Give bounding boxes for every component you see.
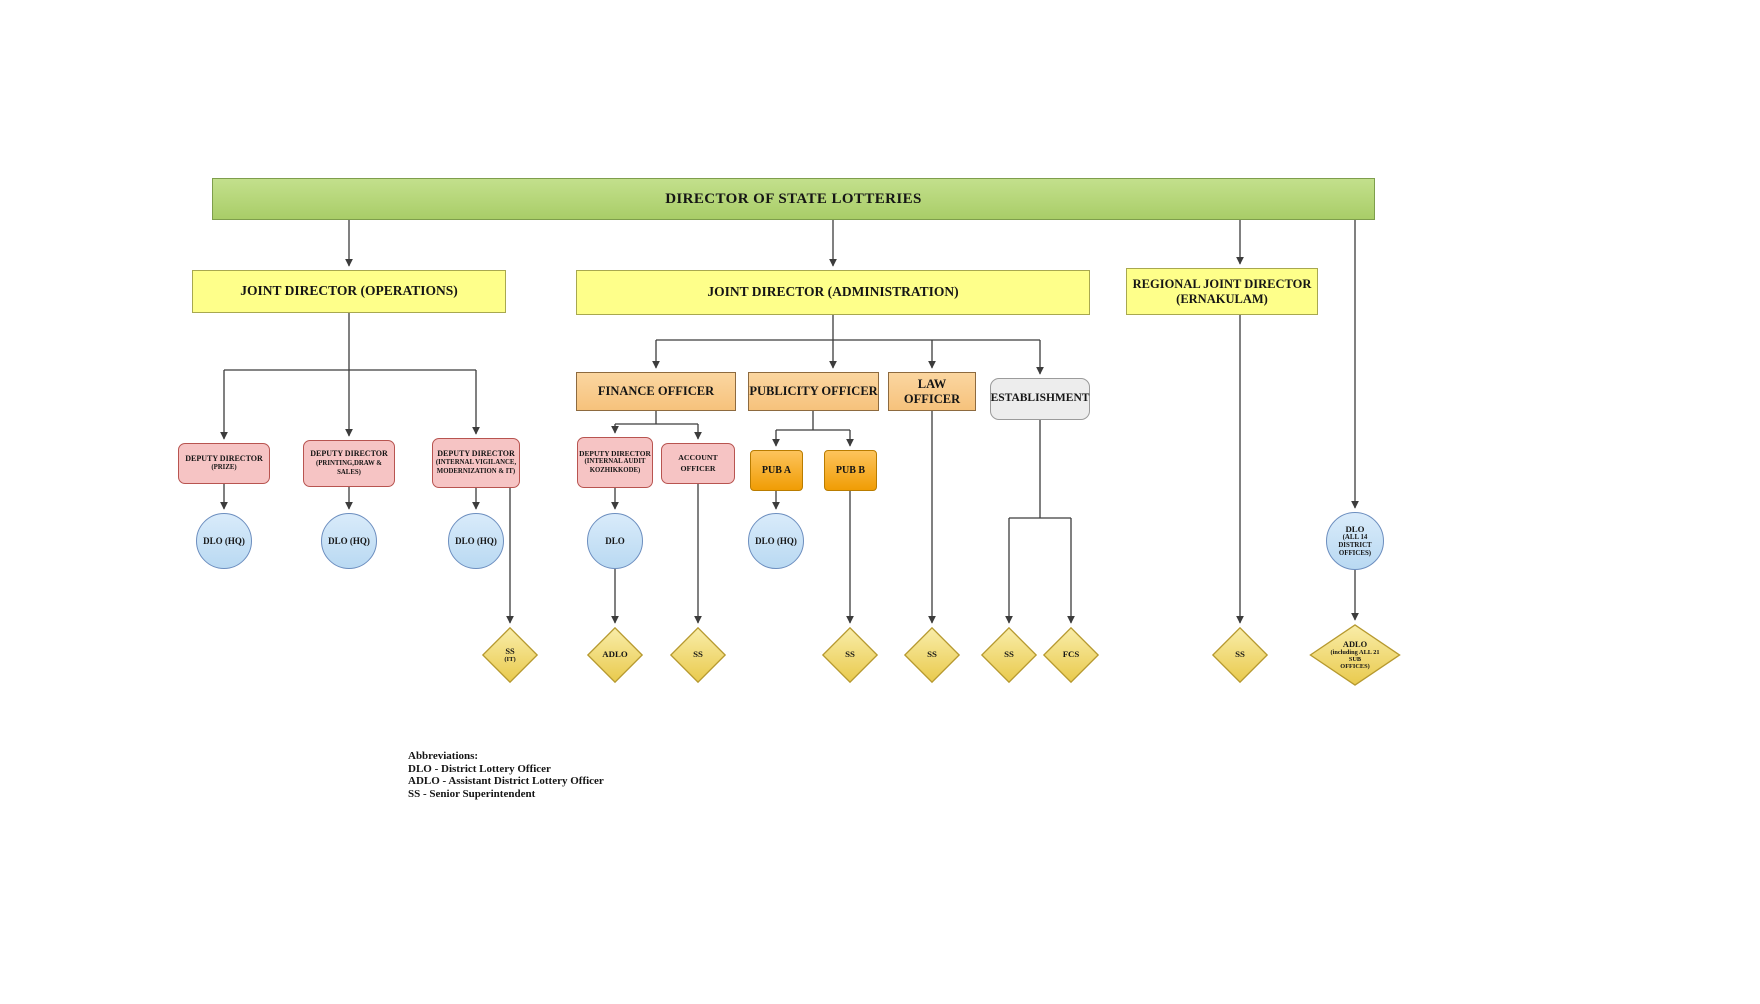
node-subtitle: MODERNIZATION & IT) (436, 468, 516, 476)
node-subtitle: SUB (1348, 656, 1362, 664)
abbreviations-legend: Abbreviations: DLO - District Lottery Of… (408, 750, 708, 800)
node-title: DEPUTY DIRECTOR (579, 448, 651, 458)
node-title: DEPUTY DIRECTOR (185, 453, 263, 463)
node-ss-establishment: SS (981, 627, 1037, 683)
node-dlo-hq-publicity: DLO (HQ) (748, 513, 804, 569)
node-label-line2: (ERNAKULAM) (1176, 291, 1268, 306)
node-establishment: ESTABLISHMENT (990, 378, 1090, 420)
node-label: DLO (605, 535, 625, 546)
node-pub-a: PUB A (750, 450, 803, 491)
node-joint-director-administration: JOINT DIRECTOR (ADMINISTRATION) (576, 270, 1090, 315)
node-deputy-director-internal-vigilance: DEPUTY DIRECTOR (INTERNAL VIGILANCE, MOD… (432, 438, 520, 488)
node-label: SS (693, 649, 703, 660)
diamond-shape (670, 627, 726, 683)
diamond-shape (1043, 627, 1099, 683)
diamond-shape (482, 627, 538, 683)
node-finance-officer: FINANCE OFFICER (576, 372, 736, 411)
node-label: DIRECTOR OF STATE LOTTERIES (665, 191, 922, 207)
node-subtitle: (INTERNAL VIGILANCE, (435, 459, 517, 467)
node-title: DEPUTY DIRECTOR (437, 448, 515, 458)
node-title: DLO (1345, 524, 1365, 535)
node-label: SS (1004, 649, 1014, 660)
node-subtitle: OFFICES) (1338, 550, 1372, 558)
node-label: ADLO (602, 649, 628, 660)
node-subtitle: SALES) (337, 468, 361, 476)
node-dlo-hq-prize: DLO (HQ) (196, 513, 252, 569)
abbreviation-item: DLO - District Lottery Officer (408, 762, 551, 775)
node-deputy-director-printing-draw-sales: DEPUTY DIRECTOR (PRINTING,DRAW & SALES) (303, 440, 395, 487)
node-title: SS (505, 646, 515, 656)
node-dlo-hq-vigilance: DLO (HQ) (448, 513, 504, 569)
node-subtitle: OFFICES) (1340, 663, 1370, 671)
abbreviations-title: Abbreviations: (408, 750, 479, 762)
node-label: LAW OFFICER (903, 376, 961, 406)
node-ss-account: SS (670, 627, 726, 683)
diamond-shape (587, 627, 643, 683)
node-deputy-director-internal-audit: DEPUTY DIRECTOR (INTERNAL AUDIT KOZHIKKO… (577, 437, 653, 488)
node-label: JOINT DIRECTOR (OPERATIONS) (240, 283, 458, 299)
node-label: ACCOUNT OFFICER (678, 453, 718, 473)
node-dlo-internal-audit: DLO (587, 513, 643, 569)
node-adlo-all-21-sub-offices: ADLO (including ALL 21 SUB OFFICES) (1309, 624, 1401, 686)
node-publicity-officer: PUBLICITY OFFICER (748, 372, 879, 411)
node-label: DLO (HQ) (455, 535, 497, 546)
node-label: PUB A (761, 464, 792, 476)
node-account-officer: ACCOUNT OFFICER (661, 443, 735, 484)
diamond-shape (1212, 627, 1268, 683)
node-subtitle: DISTRICT (1338, 542, 1372, 550)
node-regional-joint-director: REGIONAL JOINT DIRECTOR (ERNAKULAM) (1126, 268, 1318, 315)
abbreviation-item: SS - Senior Superintendent (408, 787, 536, 800)
node-label: ESTABLISHMENT (990, 392, 1090, 405)
node-subtitle: (PRIZE) (211, 464, 237, 472)
node-label: DLO (HQ) (755, 535, 797, 546)
diamond-shape (822, 627, 878, 683)
node-title: ADLO (1342, 639, 1368, 649)
node-title: DEPUTY DIRECTOR (310, 449, 388, 459)
node-deputy-director-prize: DEPUTY DIRECTOR (PRIZE) (178, 443, 270, 484)
node-subtitle: (IT) (504, 656, 516, 664)
node-label: FCS (1062, 649, 1080, 660)
node-subtitle: (ALL 14 (1342, 534, 1368, 542)
node-ss-law: SS (904, 627, 960, 683)
node-label: FINANCE OFFICER (597, 384, 715, 398)
node-label: PUBLICITY OFFICER (749, 384, 878, 398)
node-label: DLO (HQ) (203, 535, 245, 546)
node-dlo-hq-printing: DLO (HQ) (321, 513, 377, 569)
node-label: JOINT DIRECTOR (ADMINISTRATION) (707, 284, 959, 300)
node-director-of-state-lotteries: DIRECTOR OF STATE LOTTERIES (212, 178, 1375, 220)
node-subtitle: (including ALL 21 (1330, 649, 1380, 657)
node-label: SS (927, 649, 937, 660)
node-label: DLO (HQ) (328, 535, 370, 546)
abbreviation-item: ADLO - Assistant District Lottery Office… (408, 775, 604, 788)
node-subtitle: (INTERNAL AUDIT (584, 458, 646, 466)
node-subtitle: KOZHIKKODE) (589, 467, 641, 475)
node-fcs: FCS (1043, 627, 1099, 683)
node-adlo: ADLO (587, 627, 643, 683)
node-label-line1: REGIONAL JOINT DIRECTOR (1132, 276, 1312, 291)
node-law-officer: LAW OFFICER (888, 372, 976, 411)
node-joint-director-operations: JOINT DIRECTOR (OPERATIONS) (192, 270, 506, 313)
node-ss-it: SS (IT) (482, 627, 538, 683)
node-pub-b: PUB B (824, 450, 877, 491)
node-label: PUB B (835, 464, 866, 476)
node-label: SS (845, 649, 855, 660)
node-ss-regional: SS (1212, 627, 1268, 683)
node-subtitle: (PRINTING,DRAW & (316, 459, 382, 467)
diamond-shape (1309, 624, 1401, 686)
diamond-shape (904, 627, 960, 683)
node-label: SS (1235, 649, 1245, 660)
diamond-shape (981, 627, 1037, 683)
node-ss-publicity: SS (822, 627, 878, 683)
node-dlo-all-14-district-offices: DLO (ALL 14 DISTRICT OFFICES) (1326, 512, 1384, 570)
